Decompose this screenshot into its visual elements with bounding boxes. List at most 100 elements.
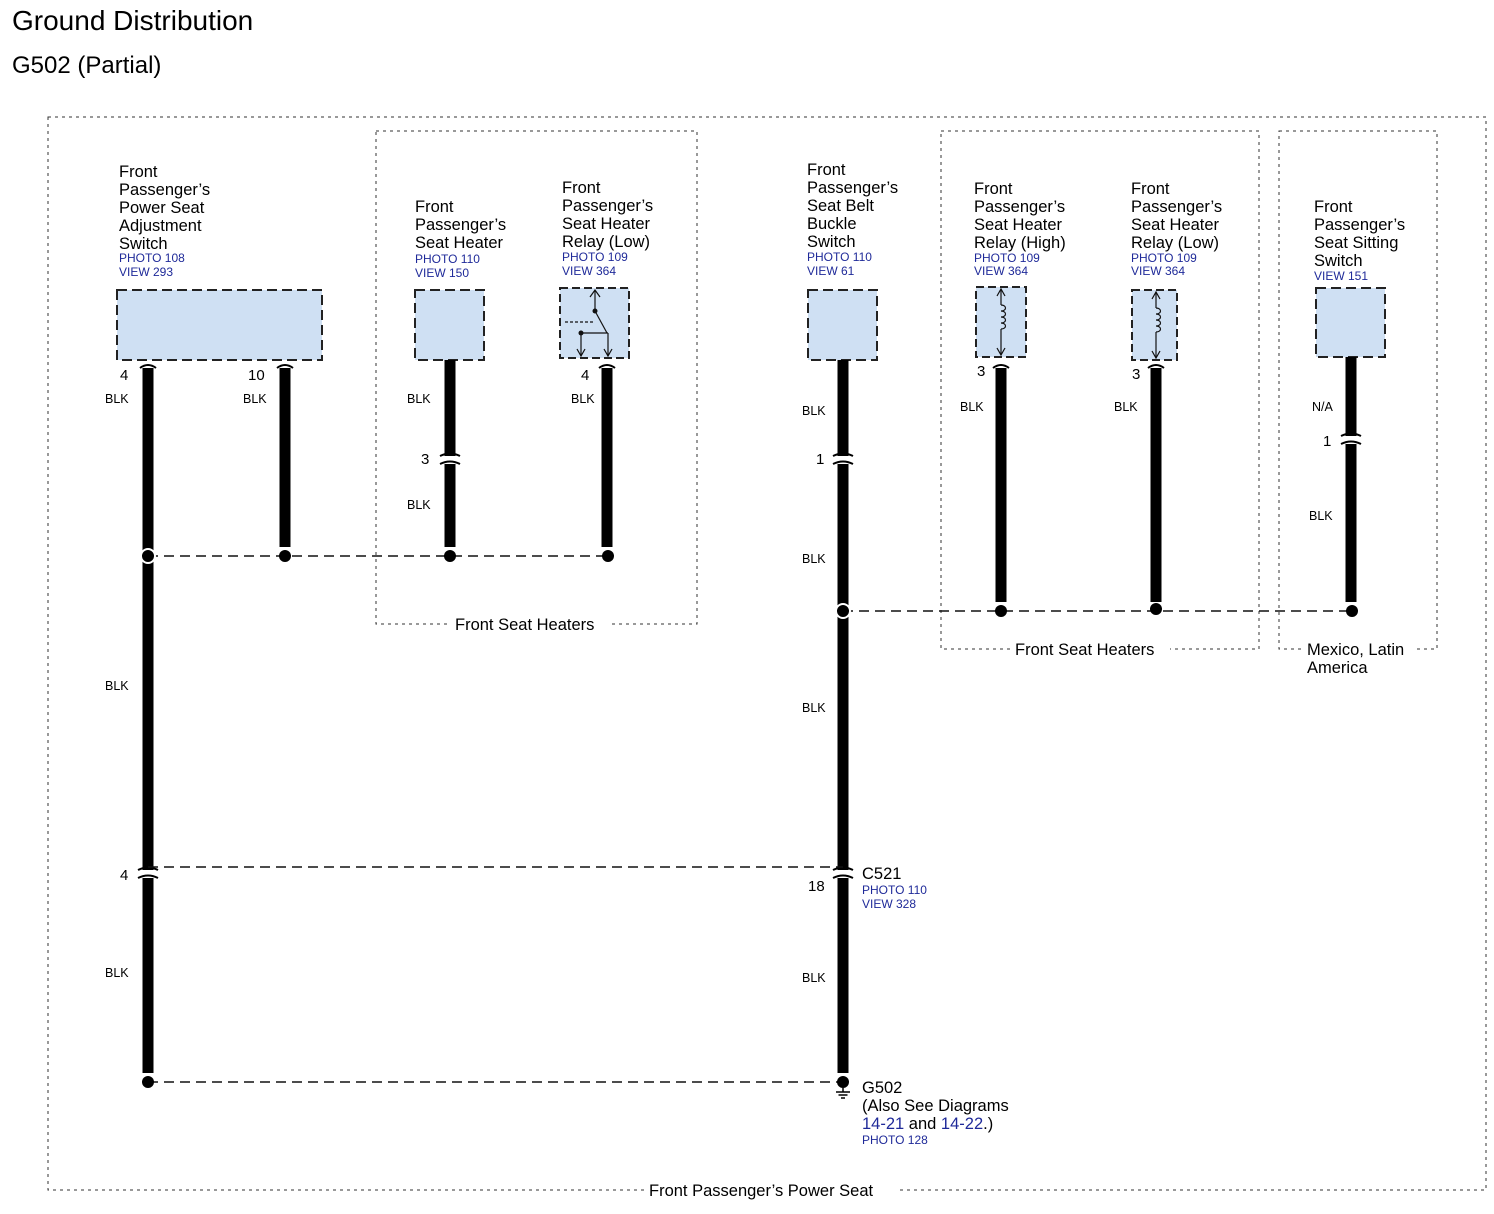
photo-reference: PHOTO 109: [1131, 251, 1197, 265]
relay-coil-icon: [1151, 290, 1162, 360]
view-reference: VIEW 61: [807, 264, 855, 278]
component-box: [414, 289, 485, 361]
wire-color-label: BLK: [105, 392, 129, 406]
relay-coil-icon: [996, 287, 1007, 357]
view-reference: VIEW 364: [1131, 264, 1185, 278]
seat-heater-relay-low-right: Front Passenger’s Seat Heater Relay (Low…: [1131, 180, 1222, 361]
pin-number: 3: [421, 451, 429, 468]
inline-connector-break: [439, 452, 461, 465]
diagram-link-14-21[interactable]: 14-21: [862, 1115, 904, 1133]
view-reference: VIEW 364: [562, 264, 616, 278]
wire-color-label: BLK: [802, 701, 826, 715]
component-name-line: Front: [974, 180, 1013, 198]
mexico-latin-america-boundary: [1278, 130, 1438, 650]
view-reference: VIEW 293: [119, 265, 173, 279]
component-name-line: Power Seat: [119, 199, 205, 217]
inline-connector-break: [1340, 432, 1362, 445]
pin-number: 18: [808, 878, 825, 895]
component-name-line: Switch: [1314, 252, 1363, 270]
wire-color-label: BLK: [571, 392, 595, 406]
component-name-line: Seat Belt: [807, 197, 874, 215]
seat-heater-relay-low-left: Front Passenger’s Seat Heater Relay (Low…: [559, 179, 653, 359]
connector-c521: C521 PHOTO 110 VIEW 328: [862, 865, 927, 911]
seat-heater-relay-high: Front Passenger’s Seat Heater Relay (Hig…: [974, 180, 1066, 358]
photo-reference: PHOTO 110: [862, 883, 927, 897]
wire-color-label: BLK: [243, 392, 267, 406]
ground-name: G502: [862, 1079, 902, 1097]
component-name-line: Seat Heater: [415, 234, 504, 252]
component-box: [116, 289, 323, 361]
component-name-line: Seat Sitting: [1314, 234, 1398, 252]
component-name-line: Front: [415, 198, 454, 216]
component-name-line: Passenger’s: [1314, 216, 1405, 234]
component-name-line: Front: [119, 163, 158, 181]
pin-number: 4: [581, 367, 589, 384]
splice-dot: [279, 550, 291, 562]
page-subtitle: G502 (Partial): [12, 52, 161, 79]
component-name-line: Switch: [807, 233, 856, 251]
splice-dot: [1150, 603, 1162, 615]
component-name-line: Relay (Low): [562, 233, 650, 251]
component-name-line: Passenger’s: [807, 179, 898, 197]
pin-number: 1: [816, 451, 824, 468]
wire-color-label: BLK: [802, 552, 826, 566]
ground-note-end: .): [983, 1115, 993, 1133]
component-name-line: Relay (Low): [1131, 234, 1219, 252]
wire-color-label: BLK: [407, 498, 431, 512]
power-seat-adjustment-switch: Front Passenger’s Power Seat Adjustment …: [116, 163, 323, 361]
ground-note-links: 14-21 and 14-22.): [862, 1115, 993, 1133]
wire-color-label: BLK: [105, 966, 129, 980]
pin-number: 3: [1132, 366, 1140, 383]
view-reference: VIEW 151: [1314, 269, 1368, 283]
splice-dot: [835, 603, 851, 619]
splice-dot: [1346, 605, 1358, 617]
ground-g502: G502 (Also See Diagrams 14-21 and 14-22.…: [862, 1079, 1009, 1147]
splice-dot: [602, 550, 614, 562]
group-label-mexico-latin-america-line1: Mexico, Latin: [1307, 641, 1404, 659]
photo-reference: PHOTO 108: [119, 251, 185, 265]
splice-dot: [444, 550, 456, 562]
wire-color-label: N/A: [1312, 400, 1334, 414]
component-name-line: Passenger’s: [974, 198, 1065, 216]
component-name-line: Passenger’s: [415, 216, 506, 234]
component-name-line: Passenger’s: [1131, 198, 1222, 216]
component-name-line: Seat Heater: [562, 215, 651, 233]
group-label-front-passenger-power-seat: Front Passenger’s Power Seat: [649, 1182, 874, 1200]
component-name-line: Front: [1314, 198, 1353, 216]
photo-reference: PHOTO 128: [862, 1133, 928, 1147]
splice-dot: [995, 605, 1007, 617]
wire-color-label: BLK: [802, 971, 826, 985]
seat-heater: Front Passenger’s Seat Heater PHOTO 110 …: [414, 198, 506, 361]
component-box: [1315, 287, 1386, 358]
pin-number: 10: [248, 367, 265, 384]
view-reference: VIEW 364: [974, 264, 1028, 278]
splice-dot: [140, 548, 156, 564]
component-name-line: Seat Heater: [1131, 216, 1220, 234]
ground-note: (Also See Diagrams: [862, 1097, 1009, 1115]
photo-reference: PHOTO 109: [562, 250, 628, 264]
component-name-line: Front: [1131, 180, 1170, 198]
component-name-line: Adjustment: [119, 217, 202, 235]
component-box: [807, 289, 878, 361]
photo-reference: PHOTO 110: [807, 250, 872, 264]
wire-color-label: BLK: [960, 400, 984, 414]
pin-number: 4: [120, 867, 128, 884]
diagram-link-14-22[interactable]: 14-22: [941, 1115, 983, 1133]
group-label-mexico-latin-america-line2: America: [1307, 659, 1368, 677]
inline-connector-break: [832, 452, 854, 465]
ground-note-and: and: [909, 1115, 937, 1133]
ground-icon: [836, 1076, 850, 1099]
wire-color-label: BLK: [802, 404, 826, 418]
component-name-line: Switch: [119, 235, 168, 253]
pin-number: 3: [977, 363, 985, 380]
connector-name: C521: [862, 865, 901, 883]
component-name-line: Front: [562, 179, 601, 197]
component-name-line: Relay (High): [974, 234, 1066, 252]
page-title: Ground Distribution: [12, 5, 253, 36]
pin-number: 1: [1323, 433, 1331, 450]
seat-sitting-switch: Front Passenger’s Seat Sitting Switch VI…: [1314, 198, 1405, 358]
component-name-line: Seat Heater: [974, 216, 1063, 234]
splice-dot: [142, 1076, 154, 1088]
photo-reference: PHOTO 110: [415, 252, 480, 266]
